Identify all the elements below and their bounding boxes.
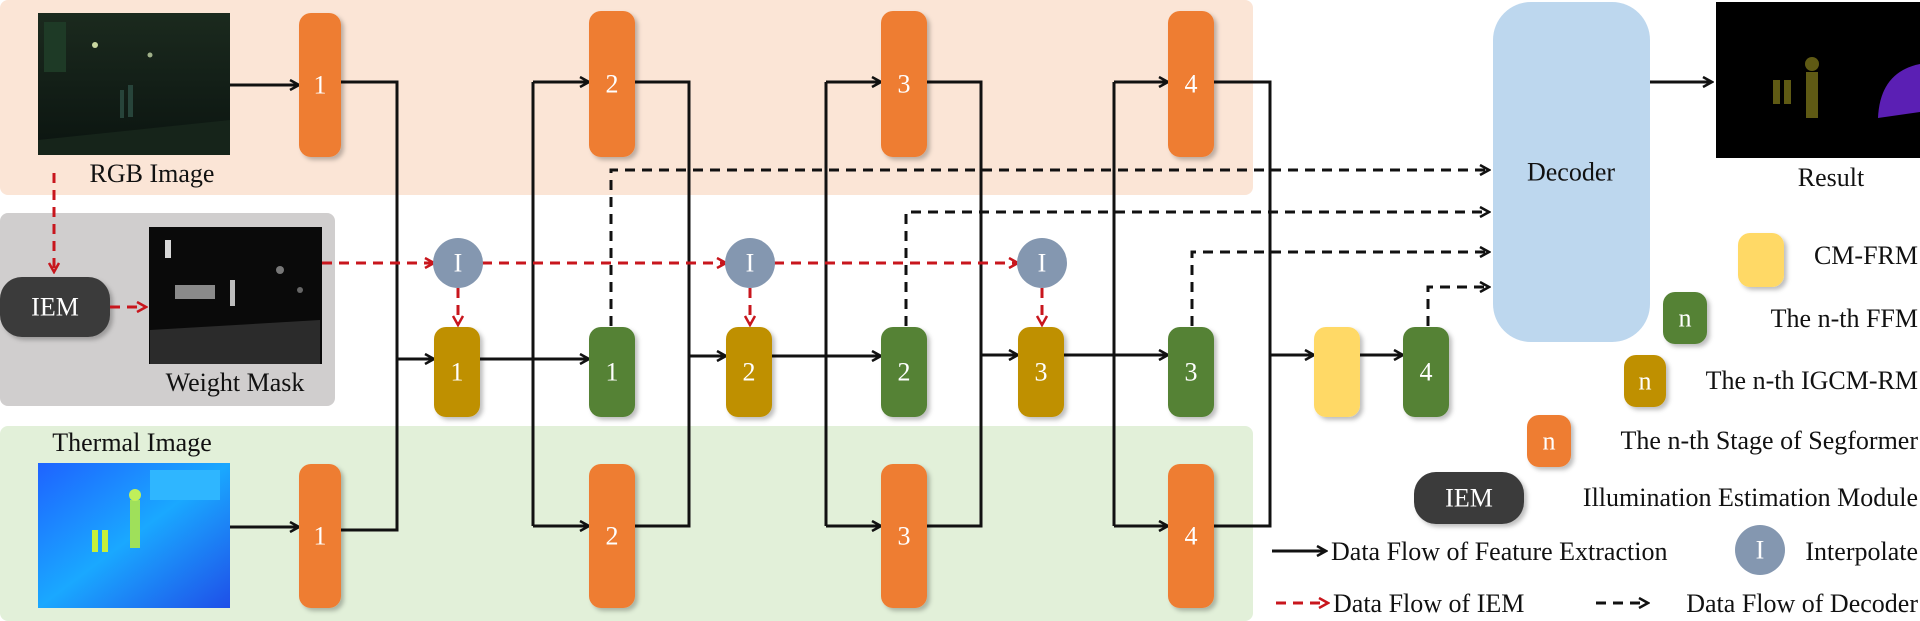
ffm-4 xyxy=(1403,327,1449,417)
segformer-rgb-stage-3 xyxy=(881,11,927,157)
igcm-rm-1-label: 1 xyxy=(451,358,464,387)
legend-iem-text: Illumination Estimation Module xyxy=(1583,483,1918,512)
igcm-rm-2-label: 2 xyxy=(743,358,756,387)
legend-igcm-n: n xyxy=(1639,367,1652,396)
igcm-rm-2 xyxy=(726,327,772,417)
segformer-thermal-stage-3-label: 3 xyxy=(898,522,911,551)
segformer-thermal-stage-1 xyxy=(299,464,341,608)
decoder-label: Decoder xyxy=(1527,158,1615,187)
cm-frm-block xyxy=(1314,327,1360,417)
weight-mask-image xyxy=(149,227,322,364)
legend-feature-text: Data Flow of Feature Extraction xyxy=(1331,537,1667,566)
result-image xyxy=(1716,2,1920,158)
feature-flow-arrows xyxy=(230,82,1712,530)
segformer-thermal-stage-2-label: 2 xyxy=(606,522,619,551)
ffm-2-label: 2 xyxy=(898,358,911,387)
legend-igcm-text: The n-th IGCM-RM xyxy=(1706,366,1918,395)
iem-block-label: IEM xyxy=(31,293,79,322)
ffm-3-label: 3 xyxy=(1185,358,1198,387)
interpolate-node-3-label: I xyxy=(1038,249,1047,278)
legend-interpolate-text: Interpolate xyxy=(1805,537,1918,566)
interpolate-node-2-label: I xyxy=(746,249,755,278)
segformer-rgb-stage-1 xyxy=(299,13,341,157)
legend-cmfrm-swatch xyxy=(1738,233,1784,287)
ffm-4-label: 4 xyxy=(1420,358,1433,387)
thermal-image xyxy=(38,463,230,608)
segformer-rgb-stage-2 xyxy=(589,11,635,157)
segformer-rgb-stage-3-label: 3 xyxy=(898,70,911,99)
rgb-image-label: RGB Image xyxy=(90,159,215,188)
segformer-thermal-stage-1-label: 1 xyxy=(314,522,327,551)
decoder-block xyxy=(1493,2,1650,342)
segformer-rgb-stage-4-label: 4 xyxy=(1185,70,1198,99)
legend-ffm-n: n xyxy=(1679,304,1692,333)
legend-seg-text: The n-th Stage of Segformer xyxy=(1621,426,1919,455)
segformer-thermal-stage-3 xyxy=(881,464,927,608)
igcm-rm-blocks: 1 2 3 xyxy=(434,327,1064,417)
interpolate-node-1-label: I xyxy=(454,249,463,278)
weight-mask-label: Weight Mask xyxy=(166,368,305,397)
legend-decoder-text: Data Flow of Decoder xyxy=(1686,589,1918,618)
ffm-1-label: 1 xyxy=(606,358,619,387)
decoder-flow-arrows xyxy=(609,170,1489,326)
legend-iem-label: IEM xyxy=(1445,484,1493,513)
segformer-rgb-stage-4 xyxy=(1168,11,1214,157)
interpolate-nodes: I I I xyxy=(433,238,1067,288)
segformer-rgb-stages: 1 2 3 4 xyxy=(299,11,1214,157)
legend-cmfrm-text: CM-FRM xyxy=(1814,241,1918,270)
legend-interpolate-swatch xyxy=(1735,525,1785,575)
segformer-thermal-stage-4-label: 4 xyxy=(1185,522,1198,551)
rgb-image xyxy=(38,13,230,155)
iem-block xyxy=(0,277,110,337)
ffm-3 xyxy=(1168,327,1214,417)
legend-ffm-swatch xyxy=(1663,292,1707,344)
legend-iem-swatch xyxy=(1414,472,1524,524)
legend: CM-FRM n The n-th FFM n The n-th IGCM-RM… xyxy=(1272,233,1918,618)
segformer-thermal-stage-2 xyxy=(589,464,635,608)
segformer-thermal-stages: 1 2 3 4 xyxy=(299,464,1214,608)
igcm-rm-3-label: 3 xyxy=(1035,358,1048,387)
result-label: Result xyxy=(1798,163,1865,192)
interpolate-node-3 xyxy=(1017,238,1067,288)
segformer-rgb-stage-1-label: 1 xyxy=(314,71,327,100)
legend-igcm-swatch xyxy=(1624,355,1666,407)
legend-seg-swatch xyxy=(1527,415,1571,467)
igcm-rm-3 xyxy=(1018,327,1064,417)
thermal-image-label: Thermal Image xyxy=(52,428,212,457)
legend-ffm-text: The n-th FFM xyxy=(1771,304,1918,333)
interpolate-node-2 xyxy=(725,238,775,288)
ffm-2 xyxy=(881,327,927,417)
segformer-thermal-stage-4 xyxy=(1168,464,1214,608)
ffm-blocks: 1 2 3 4 xyxy=(589,327,1449,417)
segformer-rgb-stage-2-label: 2 xyxy=(606,70,619,99)
legend-iem-flow-text: Data Flow of IEM xyxy=(1333,589,1524,618)
igcm-rm-1 xyxy=(434,327,480,417)
legend-seg-n: n xyxy=(1543,427,1556,456)
legend-interpolate-label: I xyxy=(1756,536,1765,565)
iem-flow-arrows xyxy=(54,173,1042,325)
ffm-1 xyxy=(589,327,635,417)
interpolate-node-1 xyxy=(433,238,483,288)
